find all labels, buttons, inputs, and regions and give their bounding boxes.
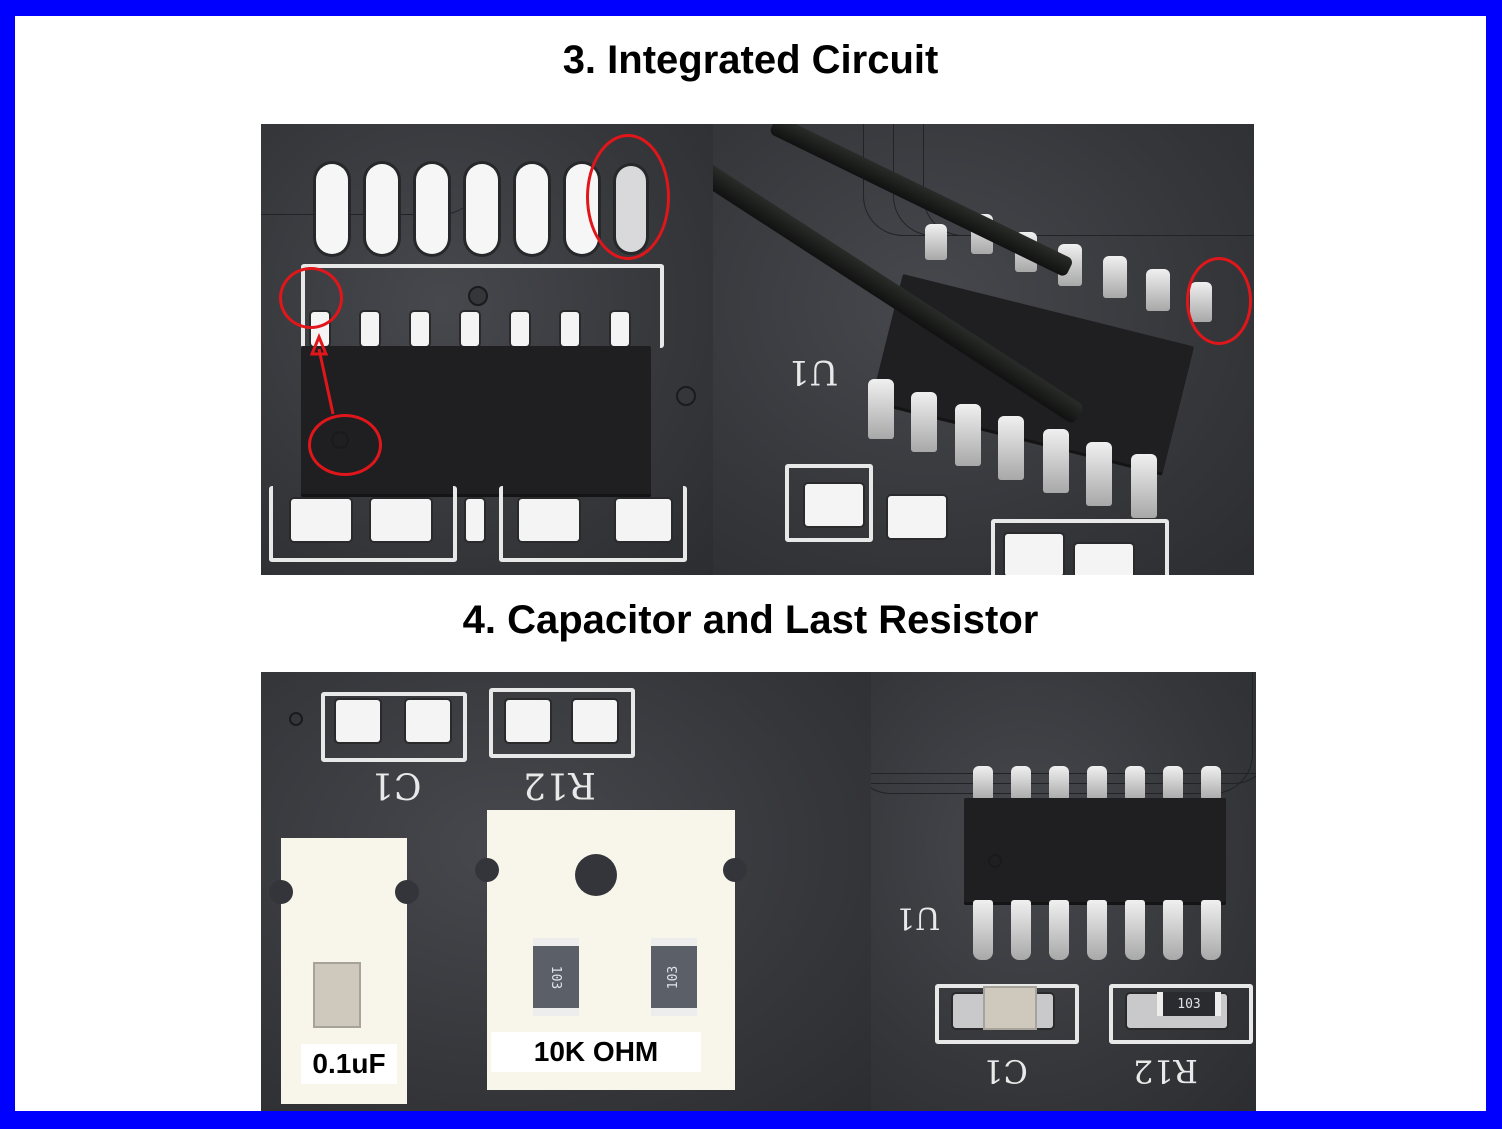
- section-heading-capacitor-resistor: 4. Capacitor and Last Resistor: [462, 598, 1039, 642]
- annotation-circle-tacked-pin: [1186, 257, 1252, 345]
- solder-slot: [466, 164, 498, 254]
- silkscreen-label-c1: C1: [371, 764, 422, 805]
- photo-finished-board: U1 103 C1 R12: [871, 672, 1256, 1111]
- photo-ic-tweezers: U1: [713, 124, 1254, 575]
- annotation-circle-pin1-dot: [308, 414, 382, 476]
- capacitor-0603: [313, 962, 361, 1028]
- pin1-dot: [988, 854, 1002, 868]
- silkscreen-label-r12: R12: [1133, 1052, 1198, 1090]
- label-capacitor-value: 0.1uF: [301, 1044, 397, 1084]
- silkscreen-label-r12: R12: [523, 764, 596, 805]
- resistor-0603: 103: [651, 938, 697, 1016]
- annotation-circle-slot: [586, 134, 670, 260]
- solder-slot: [366, 164, 398, 254]
- section-heading-integrated-circuit: 3. Integrated Circuit: [562, 38, 939, 82]
- silkscreen-label-c1: C1: [983, 1052, 1028, 1090]
- solder-slot: [416, 164, 448, 254]
- capacitor-soldered: [983, 986, 1037, 1030]
- solder-slot: [516, 164, 548, 254]
- silkscreen-label-u1: U1: [896, 900, 941, 935]
- label-resistor-value: 10K OHM: [491, 1032, 701, 1072]
- photo-ic-footprint: [261, 124, 713, 575]
- resistor-soldered: 103: [1157, 992, 1221, 1016]
- silkscreen-label-u1: U1: [788, 352, 839, 392]
- resistor-0603: 103: [533, 938, 579, 1016]
- ic-chip: [964, 798, 1226, 902]
- annotation-arrow-icon: [309, 333, 335, 415]
- annotation-circle-pin1-marker: [279, 267, 343, 329]
- solder-slot: [316, 164, 348, 254]
- photo-components-tape: C1 R12 0.1uF 103 103 10K OHM: [261, 672, 871, 1111]
- document-page: 3. Integrated Circuit: [15, 16, 1486, 1111]
